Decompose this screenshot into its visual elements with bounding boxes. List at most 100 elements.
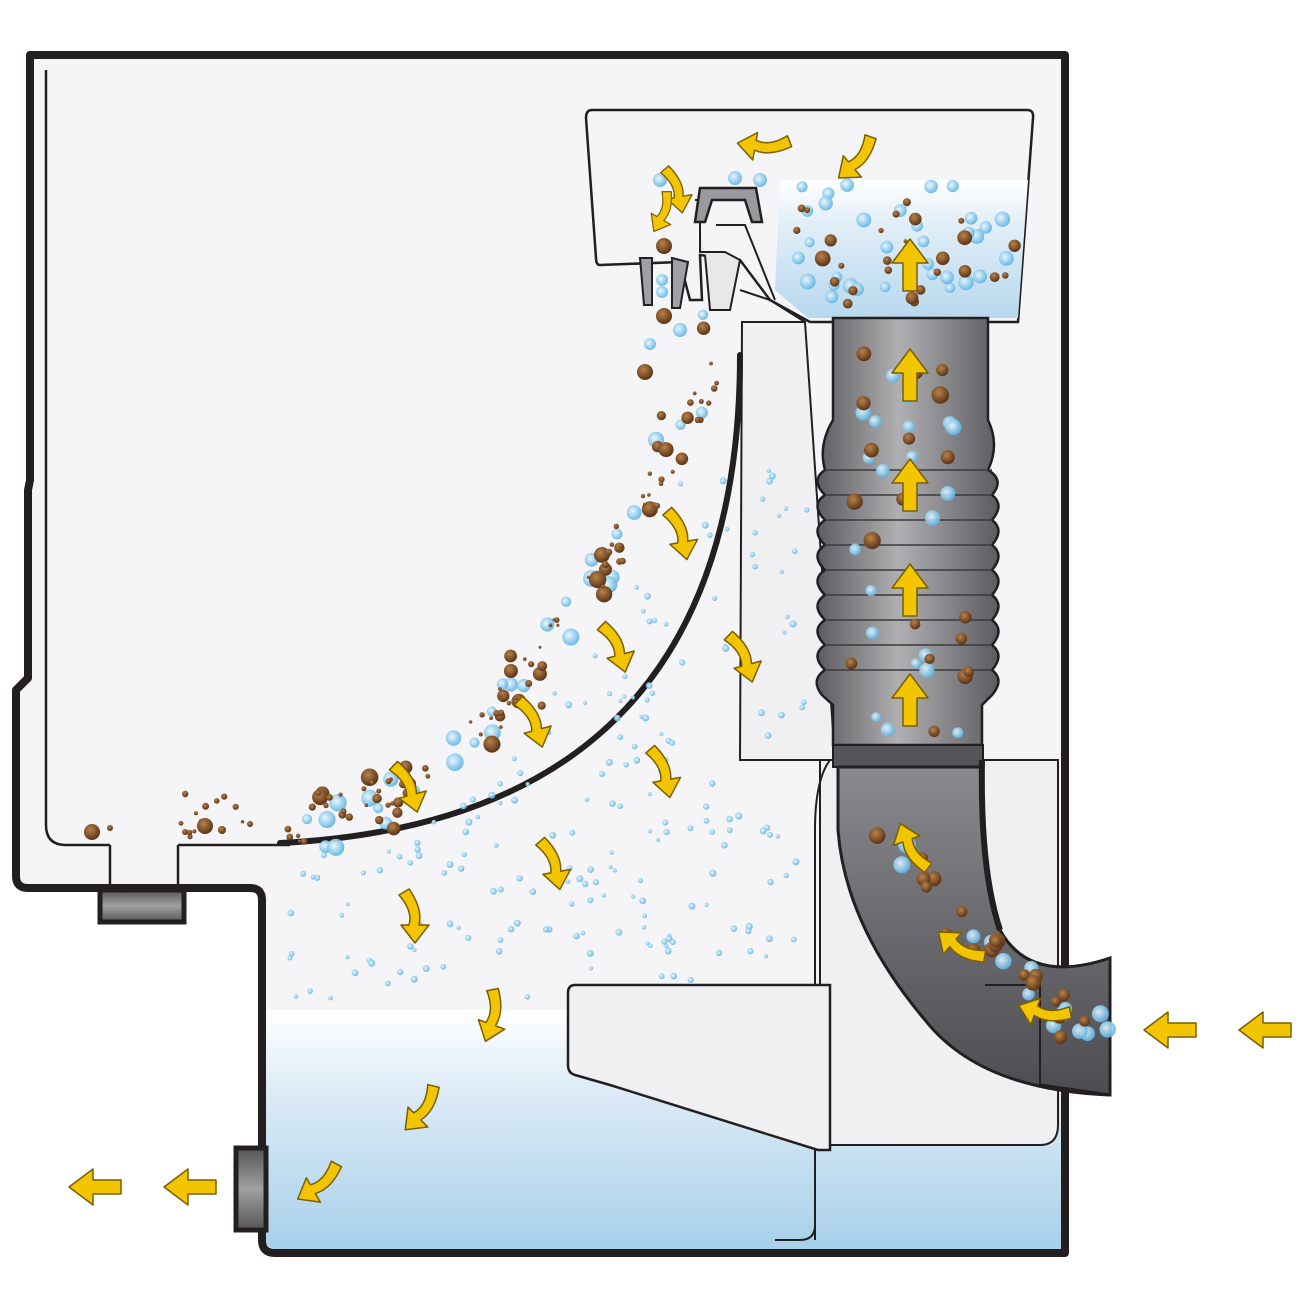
air-bubble-icon xyxy=(414,846,421,853)
air-bubble-icon xyxy=(361,789,379,807)
air-bubble-icon xyxy=(431,819,437,825)
debris-particle-icon xyxy=(842,298,853,309)
air-bubble-icon xyxy=(704,902,709,907)
debris-particle-icon xyxy=(681,411,694,424)
air-bubble-icon xyxy=(789,620,797,628)
air-bubble-icon xyxy=(314,874,321,881)
debris-particle-icon xyxy=(856,346,872,362)
debris-particle-icon xyxy=(694,416,701,424)
debris-particle-icon xyxy=(376,788,382,794)
flow-arrow-icon xyxy=(891,458,929,512)
air-bubble-icon xyxy=(496,678,509,690)
air-bubble-icon xyxy=(653,173,667,187)
debris-particle-icon xyxy=(868,827,886,844)
debris-particle-icon xyxy=(498,687,502,691)
debris-particle-icon xyxy=(295,833,301,838)
air-bubble-icon xyxy=(329,794,347,812)
debris-particle-icon xyxy=(369,780,375,785)
air-bubble-icon xyxy=(368,959,376,967)
debris-particle-icon xyxy=(323,802,329,809)
air-bubble-icon xyxy=(490,887,497,895)
air-bubble-icon xyxy=(631,743,638,750)
flow-arrow-icon xyxy=(535,836,572,891)
air-bubble-icon xyxy=(703,803,710,810)
debris-particle-icon xyxy=(1025,975,1041,991)
air-bubble-icon xyxy=(458,865,465,872)
flow-arrow-icon xyxy=(650,190,673,232)
air-bubble-icon xyxy=(647,829,653,834)
air-bubble-icon xyxy=(511,756,517,762)
debris-particle-icon xyxy=(902,432,916,445)
debris-particle-icon xyxy=(915,285,926,295)
air-bubble-icon xyxy=(946,179,959,193)
air-bubble-icon xyxy=(565,879,571,884)
debris-particle-icon xyxy=(905,291,919,305)
air-bubble-icon xyxy=(644,697,650,703)
air-bubble-icon xyxy=(511,796,518,804)
flow-arrow-icon xyxy=(513,695,552,748)
air-bubble-icon xyxy=(766,468,772,473)
debris-particle-icon xyxy=(878,227,884,234)
air-bubble-icon xyxy=(495,948,503,955)
air-bubble-icon xyxy=(825,290,839,304)
air-bubble-icon xyxy=(516,875,523,882)
air-bubble-icon xyxy=(583,700,588,705)
debris-particle-icon xyxy=(232,803,239,810)
flow-arrow-icon xyxy=(163,1168,217,1206)
air-bubble-icon xyxy=(287,909,295,917)
debris-particle-icon xyxy=(586,575,591,579)
debris-particle-icon xyxy=(479,712,485,718)
debris-particle-icon xyxy=(284,825,292,833)
air-bubble-icon xyxy=(799,704,806,711)
air-bubble-icon xyxy=(924,510,941,526)
air-bubble-icon xyxy=(979,221,992,234)
air-bubble-icon xyxy=(804,237,815,248)
air-bubble-icon xyxy=(709,869,717,877)
air-bubble-icon xyxy=(586,949,594,957)
air-bubble-icon xyxy=(293,994,299,999)
flow-arrow-icon xyxy=(723,630,762,683)
air-bubble-icon xyxy=(876,463,890,478)
debris-particle-icon xyxy=(340,808,347,815)
debris-particle-icon xyxy=(601,561,609,568)
air-bubble-icon xyxy=(649,690,656,696)
debris-particle-icon xyxy=(182,829,188,835)
debris-particle-icon xyxy=(595,586,613,603)
air-bubble-icon xyxy=(592,653,598,659)
air-bubble-icon xyxy=(540,617,555,632)
debris-particle-icon xyxy=(698,399,704,404)
debris-particle-icon xyxy=(643,502,647,506)
air-bubble-icon xyxy=(752,563,758,570)
air-bubble-icon xyxy=(764,732,772,739)
air-bubble-icon xyxy=(994,211,1011,227)
debris-particle-icon xyxy=(1053,1030,1068,1044)
air-bubble-icon xyxy=(513,919,521,927)
flow-arrow-icon xyxy=(736,131,793,161)
debris-particle-icon xyxy=(326,794,333,801)
air-bubble-icon xyxy=(880,240,894,254)
air-bubble-icon xyxy=(634,585,639,590)
air-bubble-icon xyxy=(768,472,776,480)
air-bubble-icon xyxy=(849,543,862,556)
air-bubble-icon xyxy=(998,250,1014,266)
debris-particle-icon xyxy=(187,834,193,840)
debris-particle-icon xyxy=(931,386,950,404)
air-bubble-icon xyxy=(386,849,392,854)
air-bubble-icon xyxy=(695,406,708,419)
air-bubble-icon xyxy=(615,928,623,936)
air-bubble-icon xyxy=(767,878,774,886)
air-bubble-icon xyxy=(747,947,754,955)
air-bubble-icon xyxy=(726,827,733,834)
air-bubble-icon xyxy=(569,829,576,836)
flow-arrow-icon xyxy=(891,348,929,402)
debris-particle-icon xyxy=(654,502,661,509)
debris-particle-icon xyxy=(864,442,879,458)
air-bubble-icon xyxy=(630,894,636,899)
debris-particle-icon xyxy=(240,820,245,824)
air-bubble-icon xyxy=(488,791,496,799)
debris-particle-icon xyxy=(468,720,473,724)
air-bubble-icon xyxy=(327,838,345,856)
air-bubble-icon xyxy=(446,920,454,928)
debris-particle-icon xyxy=(315,790,321,796)
debris-particle-icon xyxy=(386,821,401,836)
